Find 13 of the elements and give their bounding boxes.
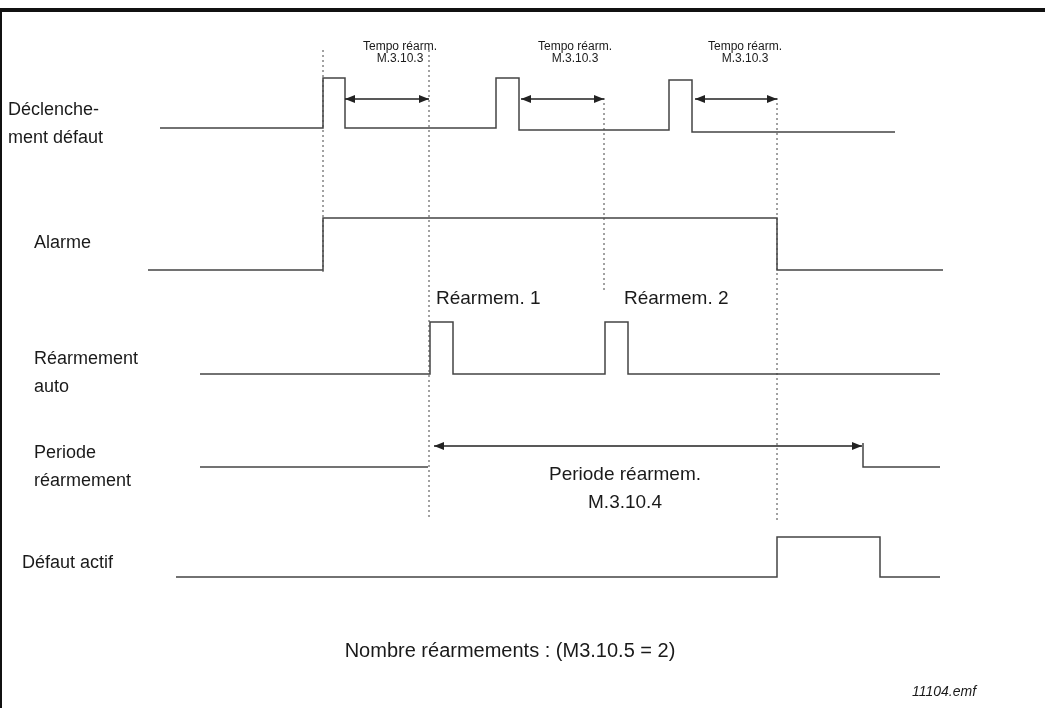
label-text: Déclenche- ment défaut — [8, 98, 105, 149]
label-text: Tempo réarm. M.3.10.3 — [362, 40, 438, 64]
label-text: Tempo réarm. M.3.10.3 — [537, 40, 613, 64]
label-text: Réarmem. 2 — [624, 286, 730, 310]
label-text: Nombre réarmements : (M3.10.5 = 2) — [343, 638, 677, 663]
label-text: Periode réarmement — [34, 441, 133, 492]
label-text: Réarmem. 1 — [436, 286, 542, 310]
label-text: Alarme — [34, 231, 92, 254]
label-text: Periode réarmem. M.3.10.4 — [547, 462, 703, 514]
label-text: Tempo réarm. M.3.10.3 — [707, 40, 783, 64]
label-text: 11104.emf — [912, 682, 979, 700]
label-text: Réarmement auto — [34, 347, 140, 398]
label-text: Défaut actif — [22, 551, 115, 574]
